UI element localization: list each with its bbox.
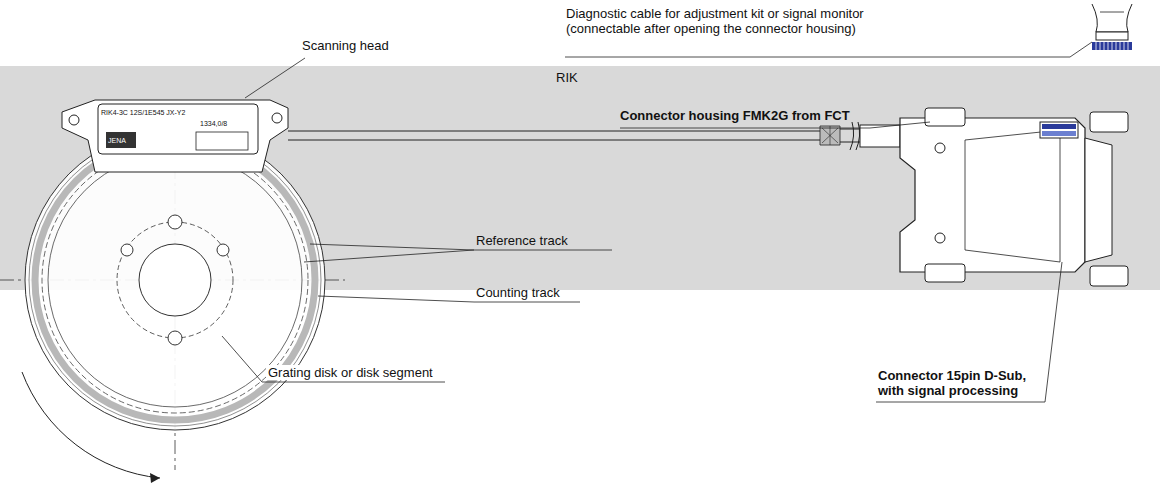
plate-text: 1334,0/8 [200, 119, 227, 128]
band-label: RIK [556, 70, 578, 85]
part-label: Reference track [476, 233, 568, 248]
part-label: Grating disk or disk segment [266, 365, 435, 380]
part-label: Diagnostic cable for adjustment kit or s… [566, 6, 906, 36]
part-label: Connector housing FMK2G from FCT [620, 108, 850, 123]
part-label: Connector 15pin D-Sub, with signal proce… [878, 368, 1046, 398]
plate-text: JENA [108, 136, 126, 145]
band-region: RIK [0, 66, 1160, 290]
part-label: Counting track [476, 285, 560, 300]
part-label: Scanning head [302, 38, 389, 53]
plate-text: RIK4-3C 12S/1E545 JX-Y2 [101, 108, 185, 117]
